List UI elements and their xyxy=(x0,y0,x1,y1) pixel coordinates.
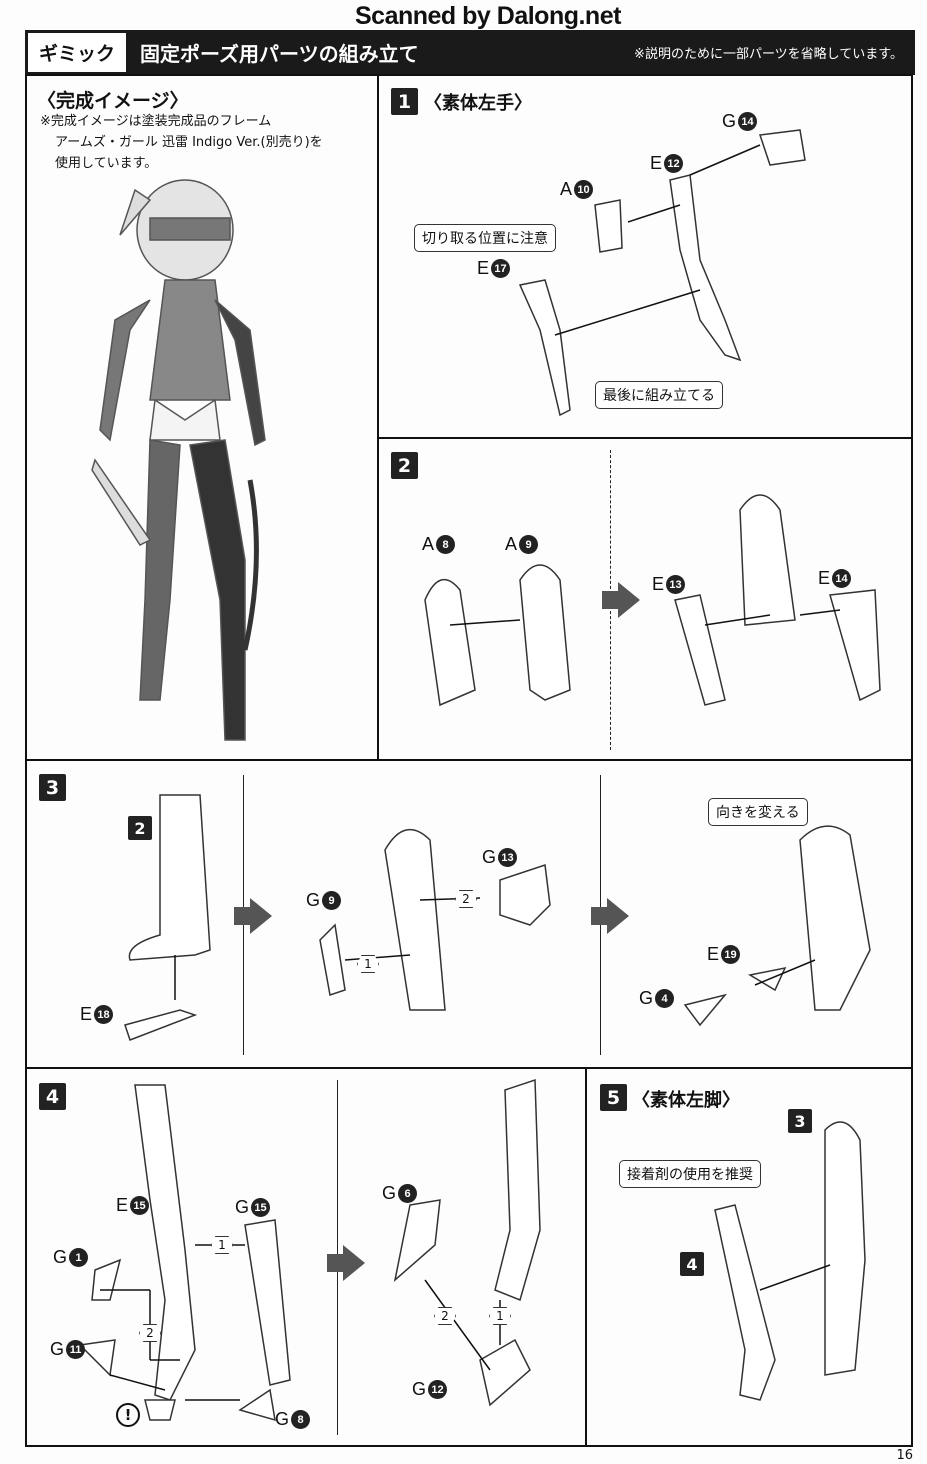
part-number-badge: 14 xyxy=(832,569,852,588)
part-letter: E xyxy=(652,574,665,594)
step1-title: 〈素体左手〉 xyxy=(424,93,532,114)
step-ref-badge: 2 xyxy=(128,816,152,840)
order-marker: 2 xyxy=(139,1324,161,1342)
next-arrow-icon xyxy=(234,898,272,934)
order-marker: 1 xyxy=(211,1236,233,1254)
part-number-badge: 1 xyxy=(69,1248,89,1267)
part-letter: E xyxy=(116,1195,129,1215)
callout-change-direction: 向きを変える xyxy=(708,798,808,826)
part-number-badge: 18 xyxy=(94,1005,114,1024)
step5-title: 〈素体左脚〉 xyxy=(632,1090,740,1111)
order-marker: 1 xyxy=(357,955,379,973)
part-letter: E xyxy=(707,944,720,964)
part-letter: G xyxy=(722,111,737,131)
callout-glue-recommended: 接着剤の使用を推奨 xyxy=(619,1160,761,1188)
step5-number: 5 xyxy=(600,1084,627,1111)
part-letter: G xyxy=(306,890,321,910)
part-number-badge: 13 xyxy=(666,575,686,594)
part-number-badge: 8 xyxy=(291,1410,311,1429)
part-letter: E xyxy=(80,1004,93,1024)
part-letter: E xyxy=(818,568,831,588)
next-arrow-icon xyxy=(327,1245,365,1281)
part-number-badge: 13 xyxy=(498,848,518,867)
section-tag: ギミック xyxy=(28,33,126,72)
order-marker: 1 xyxy=(489,1307,511,1325)
callout-cut-position: 切り取る位置に注意 xyxy=(414,224,556,252)
part-letter: G xyxy=(639,988,654,1008)
part-letter: A xyxy=(560,179,573,199)
part-number-badge: 19 xyxy=(721,945,741,964)
step1-number: 1 xyxy=(391,88,418,115)
part-number-badge: 17 xyxy=(491,259,511,278)
part-number-badge: 12 xyxy=(664,154,684,173)
part-number-badge: 10 xyxy=(574,180,594,199)
part-letter: E xyxy=(477,258,490,278)
step4-number: 4 xyxy=(39,1083,66,1110)
completed-title: 〈完成イメージ〉 xyxy=(37,90,189,112)
part-number-badge: 15 xyxy=(251,1198,271,1217)
step-ref-badge: 4 xyxy=(680,1252,704,1276)
part-letter: G xyxy=(412,1379,427,1399)
completed-note-1: ※完成イメージは塗装完成品のフレーム xyxy=(40,114,272,129)
order-marker: 2 xyxy=(455,890,477,908)
part-letter: G xyxy=(53,1247,68,1267)
step2-number: 2 xyxy=(391,452,418,479)
warning-icon: ! xyxy=(116,1403,140,1427)
part-number-badge: 14 xyxy=(738,112,758,131)
step-ref-badge: 3 xyxy=(788,1109,812,1133)
part-number-badge: 9 xyxy=(519,535,539,554)
part-number-badge: 9 xyxy=(322,891,342,910)
order-marker: 2 xyxy=(434,1307,456,1325)
watermark: Scanned by Dalong.net xyxy=(355,2,621,30)
part-letter: G xyxy=(482,847,497,867)
part-number-badge: 12 xyxy=(428,1380,448,1399)
part-letter: G xyxy=(235,1197,250,1217)
section-title: 固定ポーズ用パーツの組み立て xyxy=(140,42,419,66)
step3-number: 3 xyxy=(39,774,66,801)
next-arrow-icon xyxy=(602,582,640,618)
part-letter: A xyxy=(422,534,435,554)
step5-panel xyxy=(585,1067,913,1447)
section-note: ※説明のために一部パーツを省略しています。 xyxy=(634,47,903,62)
part-letter: G xyxy=(50,1339,65,1359)
part-number-badge: 8 xyxy=(436,535,456,554)
part-number-badge: 6 xyxy=(398,1184,418,1203)
completed-note-2: アームズ・ガール 迅雷 Indigo Ver.(別売り)を xyxy=(55,135,323,150)
part-letter: A xyxy=(505,534,518,554)
part-letter: E xyxy=(650,153,663,173)
part-letter: G xyxy=(275,1409,290,1429)
next-arrow-icon xyxy=(591,898,629,934)
part-number-badge: 4 xyxy=(655,989,675,1008)
section-header: ギミック 固定ポーズ用パーツの組み立て ※説明のために一部パーツを省略しています… xyxy=(25,30,915,75)
part-letter: G xyxy=(382,1183,397,1203)
completed-note-3: 使用しています。 xyxy=(55,156,158,171)
part-number-badge: 15 xyxy=(130,1196,150,1215)
callout-assemble-last: 最後に組み立てる xyxy=(595,381,723,409)
page-number: 16 xyxy=(896,1448,913,1463)
part-number-badge: 11 xyxy=(66,1340,86,1359)
